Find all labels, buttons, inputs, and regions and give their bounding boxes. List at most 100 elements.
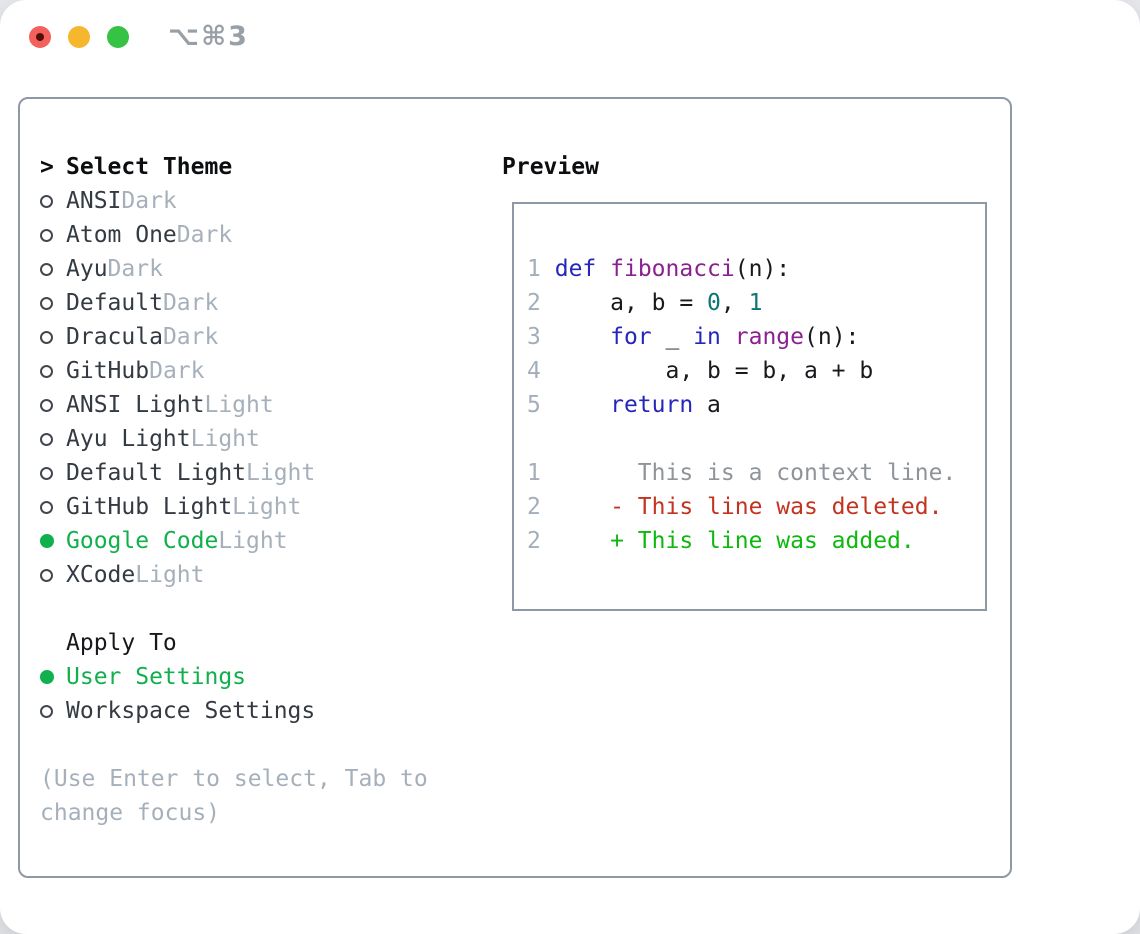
radio-column [40,364,66,378]
selection-caret-icon: > [40,154,54,180]
code-token: 1 [748,290,763,316]
theme-option[interactable]: ANSI Light Light [40,388,428,422]
theme-option[interactable]: Atom One Dark [40,218,428,252]
radio-column [40,670,66,684]
theme-option[interactable]: Default Light Light [40,456,428,490]
theme-variant: Dark [121,188,177,214]
radio-column [40,704,66,718]
radio-column [40,330,66,344]
theme-variant: Light [204,392,274,418]
radio-unselected-icon [40,296,53,310]
theme-name: Atom One [66,222,177,248]
code-token [555,324,610,350]
radio-unselected-icon [40,568,53,582]
theme-name: Ayu Light [66,426,191,452]
radio-column [40,466,66,480]
radio-column [40,296,66,310]
preview-title: Preview [502,154,599,180]
radio-column [40,262,66,276]
radio-selected-icon [40,670,54,684]
theme-variant: Dark [162,324,219,350]
theme-list-title: Select Theme [66,154,233,180]
radio-unselected-icon [40,228,53,242]
radio-unselected-icon [40,466,53,480]
code-token: _ [651,324,694,350]
radio-unselected-icon [40,330,53,344]
line-number: 2 [527,494,541,520]
close-button[interactable] [29,26,51,48]
theme-name: Dracula [66,324,163,350]
blank-line [527,422,985,456]
theme-variant: Light [135,562,205,588]
theme-option[interactable]: Default Dark [40,286,428,320]
theme-variant: Light [232,494,302,520]
theme-option[interactable]: ANSI Dark [40,184,428,218]
code-token: , [720,290,749,316]
line-number: 4 [527,358,541,384]
radio-unselected-icon [40,364,53,378]
diff-line: 2 + This line was added. [527,524,985,558]
radio-unselected-icon [40,500,53,514]
diff-added-text: + This line was added. [540,528,915,554]
radio-unselected-icon [40,262,53,276]
theme-name: GitHub Light [66,494,233,520]
code-token: (n): [804,324,860,350]
theme-name: XCode [66,562,136,588]
diff-line: 1 This is a context line. [527,456,985,490]
code-line: 5 return a [527,388,985,422]
line-number: 1 [527,256,541,282]
theme-option[interactable]: XCode Light [40,558,428,592]
help-text-line-2: change focus) [40,800,221,826]
theme-option[interactable]: GitHub Light Light [40,490,428,524]
theme-option[interactable]: Ayu Light Light [40,422,428,456]
diff-context-text: This is a context line. [540,460,957,486]
radio-column [40,398,66,412]
code-line: 3 for _ in range(n): [527,320,985,354]
theme-name: GitHub [66,358,150,384]
radio-unselected-icon [40,432,53,446]
code-line: 1 def fibonacci(n): [527,252,985,286]
zoom-button[interactable] [107,26,129,48]
code-token: (n): [734,256,791,282]
theme-option[interactable]: Google Code Light [40,524,428,558]
radio-column [40,228,66,242]
code-token: for [610,324,652,350]
radio-column [40,432,66,446]
theme-option[interactable]: Ayu Dark [40,252,428,286]
radio-unselected-icon [40,398,53,412]
code-token [596,256,610,282]
diff-line: 2 - This line was deleted. [527,490,985,524]
help-text-line-1: (Use Enter to select, Tab to [40,766,428,792]
diff-deleted-text: - This line was deleted. [540,494,943,520]
theme-variant: Dark [149,358,205,384]
line-number: 2 [527,528,541,554]
radio-column [40,534,66,548]
theme-name: ANSI Light [66,392,205,418]
code-token [555,392,610,418]
theme-name: Ayu [66,256,108,282]
theme-variant: Dark [176,222,233,248]
code-token: fibonacci [610,256,735,282]
line-number: 2 [527,290,541,316]
code-line: 2 a, b = 0, 1 [527,286,985,320]
apply-to-option[interactable]: Workspace Settings [40,694,428,728]
apply-to-title: Apply To [66,630,177,656]
line-number: 1 [527,460,541,486]
apply-to-header: Apply To [40,626,428,660]
code-token: a, b = b, a + b [554,358,874,384]
theme-variant: Light [190,426,260,452]
radio-column [40,568,66,582]
window-title: ⌥⌘3 [168,21,249,52]
minimize-button[interactable] [68,26,90,48]
apply-to-option[interactable]: User Settings [40,660,428,694]
spacer [40,728,428,762]
code-token: def [554,256,597,282]
theme-variant: Light [218,528,288,554]
theme-option[interactable]: Dracula Dark [40,320,428,354]
theme-list-header: > Select Theme [40,150,428,184]
theme-option[interactable]: GitHub Dark [40,354,428,388]
